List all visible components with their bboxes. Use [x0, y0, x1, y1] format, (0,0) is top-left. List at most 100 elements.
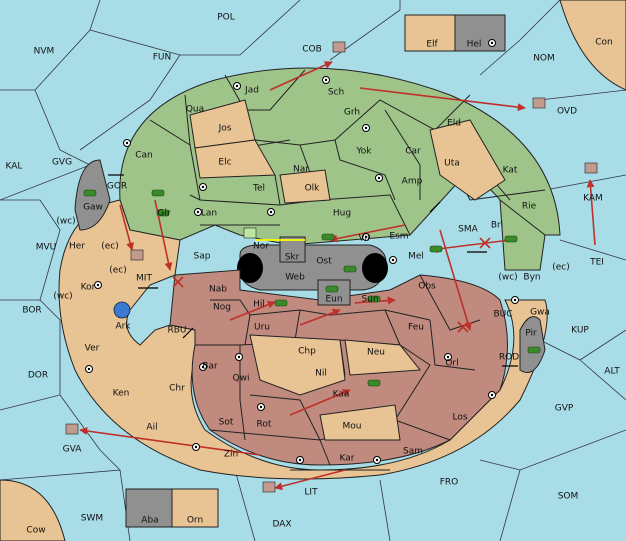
label-neu: Neu	[367, 348, 385, 358]
label-sma: SMA	[458, 225, 478, 235]
label-gaw: Gaw	[83, 203, 103, 213]
label-sam: Sam	[403, 447, 423, 457]
label-los: Los	[452, 413, 467, 423]
label-wc1: (wc)	[56, 217, 75, 227]
label-kup: KUP	[571, 326, 589, 336]
label-wc3: (wc)	[53, 292, 72, 302]
province-chp[interactable]	[249, 334, 346, 396]
label-nor: Nor	[253, 242, 269, 252]
province-eun[interactable]	[317, 279, 351, 306]
label-ver: Ver	[85, 344, 100, 354]
label-sot: Sot	[219, 418, 234, 428]
label-ost: Ost	[316, 257, 332, 267]
label-pol: POL	[217, 13, 235, 23]
label-fro: FRO	[440, 478, 459, 488]
label-kam: KAM	[583, 194, 603, 204]
label-ail: Ail	[146, 423, 157, 433]
impassable-west	[237, 253, 263, 283]
label-web: Web	[285, 273, 305, 283]
label-qua: Qua	[186, 105, 204, 115]
label-chr: Chr	[169, 384, 185, 394]
province-elc[interactable]	[194, 139, 276, 179]
label-hil: Hil	[253, 300, 265, 310]
label-elf: Elf	[426, 40, 438, 50]
label-amp: Amp	[402, 177, 423, 187]
label-eld: Eld	[447, 119, 461, 129]
label-mit: MIT	[136, 274, 152, 284]
label-aba: Aba	[141, 516, 158, 526]
unit-markers	[65, 41, 598, 493]
label-nil: Nil	[315, 369, 327, 379]
label-car: Car	[405, 147, 421, 157]
province-elf[interactable]	[404, 14, 456, 52]
dislodged-crosses	[172, 237, 491, 333]
label-bar: Bar	[202, 362, 218, 372]
label-gwa: Gwa	[530, 308, 550, 318]
label-buc: BUC	[493, 310, 512, 320]
label-orl: Orl	[445, 359, 458, 369]
label-pir: Pir	[525, 329, 537, 339]
convoy-links	[108, 174, 518, 367]
province-mou[interactable]	[319, 404, 401, 441]
label-nom: NOM	[533, 54, 555, 64]
label-rot: Rot	[257, 420, 272, 430]
armies	[83, 189, 541, 387]
province-uta[interactable]	[429, 119, 506, 201]
label-jos: Jos	[218, 124, 232, 134]
label-sch: Sch	[328, 88, 344, 98]
label-rbu: RBU	[167, 326, 186, 336]
label-dax: DAX	[272, 520, 291, 530]
label-kar: Kar	[340, 454, 355, 464]
province-orn[interactable]	[171, 488, 219, 528]
province-labels: POL COB NVM FUN NOM Con Elf Hel OVD KAL …	[6, 13, 621, 536]
label-gir: Gir	[157, 209, 170, 219]
label-lan: Lan	[201, 209, 217, 219]
label-lit: LIT	[304, 488, 318, 498]
province-pir[interactable]	[519, 316, 546, 373]
label-grh: Grh	[344, 108, 360, 118]
label-ec1: (ec)	[101, 242, 119, 252]
label-gvp: GVP	[555, 404, 574, 414]
label-uta: Uta	[444, 159, 460, 169]
label-kaa: Kaa	[333, 390, 350, 400]
province-neu[interactable]	[344, 339, 421, 376]
label-ovd: OVD	[557, 107, 577, 117]
label-uru: Uru	[254, 323, 270, 333]
fleet-unit	[113, 301, 131, 319]
label-mou: Mou	[343, 422, 362, 432]
label-can: Can	[135, 151, 153, 161]
label-ec2: (ec)	[109, 266, 127, 276]
label-ec3: (ec)	[552, 263, 570, 273]
label-eun: Eun	[325, 295, 342, 305]
label-chp: Chp	[298, 347, 316, 357]
label-skr: Skr	[285, 253, 300, 263]
label-zin: Zin	[224, 450, 238, 460]
label-esm: Esm	[389, 232, 408, 242]
label-elc: Elc	[218, 158, 231, 168]
label-nar: Nar	[293, 165, 309, 175]
label-alt: ALT	[604, 367, 620, 377]
label-jad: Jad	[244, 86, 259, 96]
label-som: SOM	[558, 492, 579, 502]
label-dor: DOR	[28, 371, 48, 381]
label-cob: COB	[302, 45, 322, 55]
label-bor: BOR	[22, 306, 41, 316]
label-mel: Mel	[408, 252, 424, 262]
province-skr[interactable]	[279, 236, 306, 263]
label-kat: Kat	[503, 166, 518, 176]
label-hug: Hug	[333, 209, 351, 219]
label-orn: Orn	[187, 516, 203, 526]
province-aba[interactable]	[125, 488, 173, 528]
province-hel[interactable]	[454, 14, 506, 52]
label-nab: Nab	[209, 285, 227, 295]
region-west-coast	[58, 199, 548, 480]
province-olk[interactable]	[279, 169, 331, 204]
order-arrows	[79, 61, 596, 491]
label-rod: ROD	[499, 353, 519, 363]
label-yok: Yok	[355, 147, 372, 157]
label-fun: FUN	[153, 53, 172, 63]
label-qwi: Qwi	[233, 374, 250, 384]
label-nog: Nog	[213, 303, 231, 313]
